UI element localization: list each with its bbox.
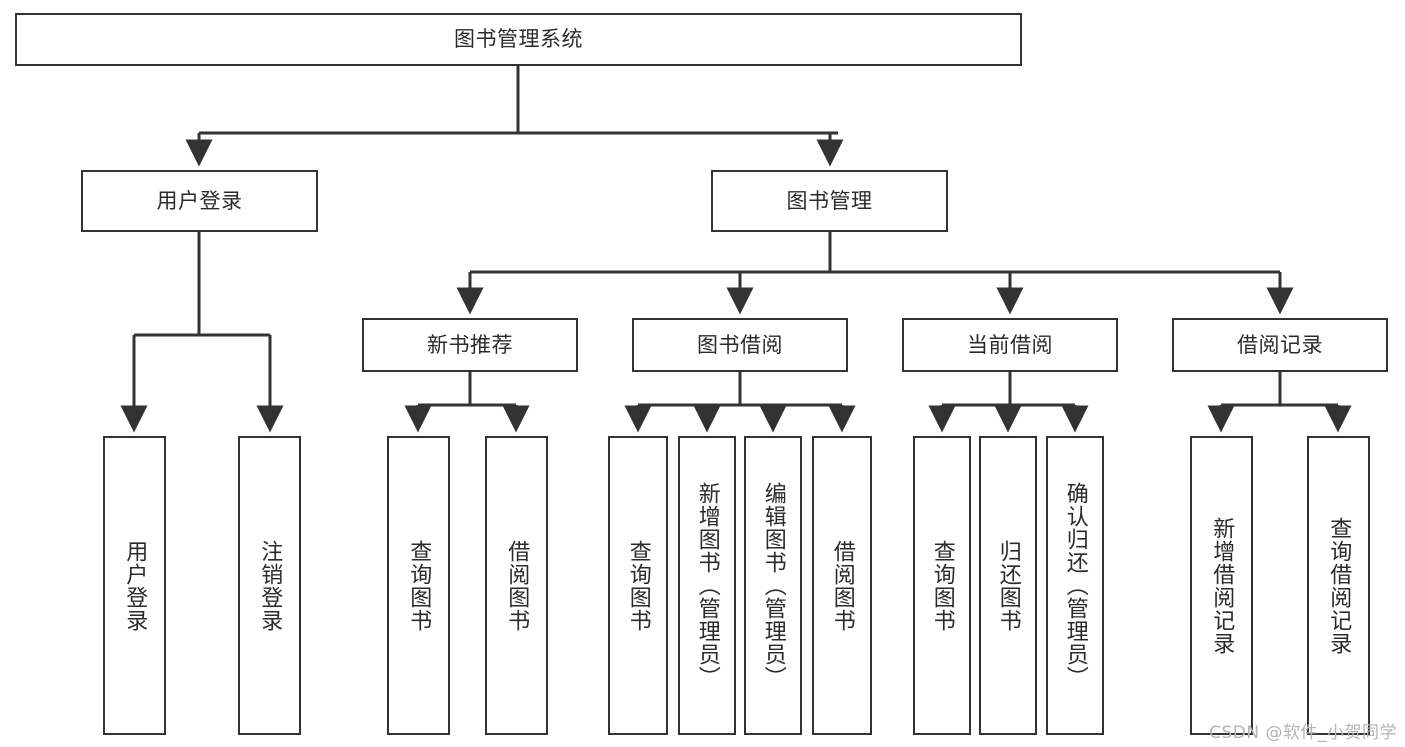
leaf-borrow-query-book[interactable]: 查询图书 (608, 436, 668, 735)
leaf-current-query-book[interactable]: 查询图书 (913, 436, 971, 735)
leaf-label: 新增借阅记录 (1209, 516, 1235, 655)
leaf-label: 用户登录 (122, 539, 148, 632)
node-book-manage[interactable]: 图书管理 (711, 170, 948, 232)
leaf-user-logout[interactable]: 注销登录 (238, 436, 301, 735)
node-root-system[interactable]: 图书管理系统 (15, 13, 1022, 66)
leaf-label: 新增图书（管理员） (694, 482, 720, 689)
leaf-borrow-add-book[interactable]: 新增图书（管理员） (678, 436, 736, 735)
leaf-rec-query-book[interactable]: 查询图书 (387, 436, 450, 735)
leaf-label: 确认归还（管理员） (1062, 482, 1088, 689)
leaf-borrow-edit-book[interactable]: 编辑图书（管理员） (744, 436, 802, 735)
leaf-label: 查询图书 (929, 539, 955, 632)
leaf-record-add[interactable]: 新增借阅记录 (1190, 436, 1253, 735)
leaf-label: 查询图书 (625, 539, 651, 632)
node-new-book-recommend[interactable]: 新书推荐 (362, 318, 578, 372)
leaf-label: 借阅图书 (829, 539, 855, 632)
leaf-label: 查询图书 (406, 539, 432, 632)
leaf-current-return-book[interactable]: 归还图书 (979, 436, 1037, 735)
leaf-borrow-borrow-book[interactable]: 借阅图书 (812, 436, 872, 735)
csdn-watermark: CSDN @软件_小贺同学 (1209, 723, 1397, 743)
leaf-rec-borrow-book[interactable]: 借阅图书 (485, 436, 548, 735)
node-borrow-record[interactable]: 借阅记录 (1172, 318, 1388, 372)
leaf-record-query[interactable]: 查询借阅记录 (1307, 436, 1370, 735)
node-current-borrow[interactable]: 当前借阅 (902, 318, 1118, 372)
leaf-label: 借阅图书 (504, 539, 530, 632)
leaf-label: 查询借阅记录 (1326, 516, 1352, 655)
leaf-current-confirm-return[interactable]: 确认归还（管理员） (1046, 436, 1104, 735)
leaf-label: 注销登录 (257, 539, 283, 632)
leaf-user-login[interactable]: 用户登录 (103, 436, 166, 735)
leaf-label: 归还图书 (995, 539, 1021, 632)
node-book-borrow[interactable]: 图书借阅 (632, 318, 848, 372)
node-user-login[interactable]: 用户登录 (81, 170, 318, 232)
leaf-label: 编辑图书（管理员） (760, 482, 786, 689)
